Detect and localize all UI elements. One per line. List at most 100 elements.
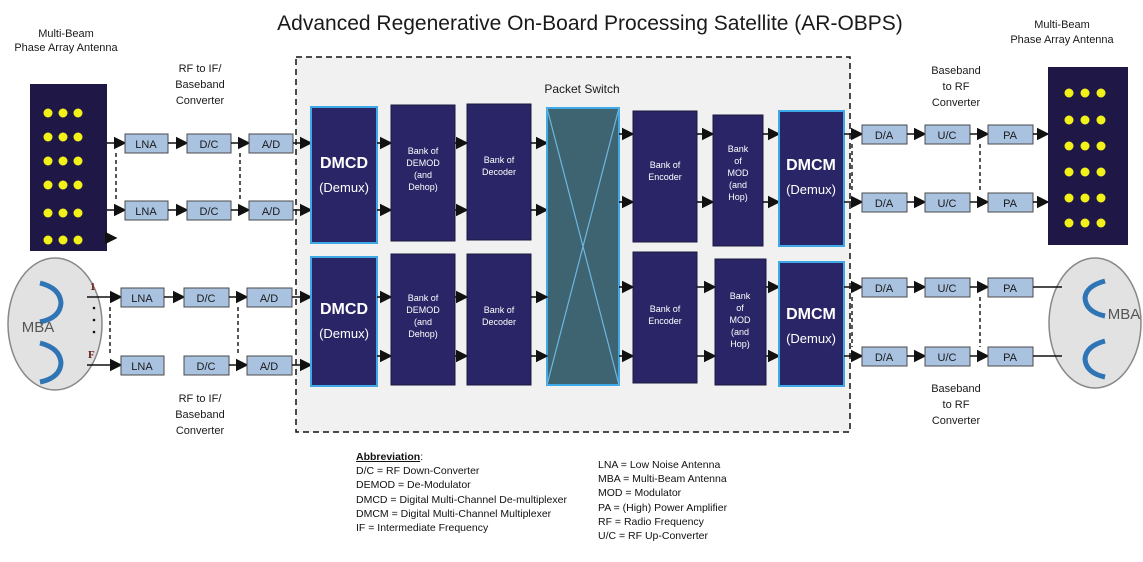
dmcd-sub-label: (Demux) [319,180,369,195]
demod-label-3: (and [414,317,432,327]
dmcd-sub-label: (Demux) [319,326,369,341]
abbreviation-item: RF = Radio Frequency [598,515,704,528]
da-label: D/A [875,352,894,364]
ad-label: A/D [260,361,278,373]
dmcd-label: DMCD [320,155,368,172]
mod-bank-block [712,114,764,247]
abbreviation-item: U/C = RF Up-Converter [598,530,708,543]
decoder-label-1: Bank of [484,155,515,165]
abbreviation-title: Abbreviation [356,451,421,463]
mod-label-1: Bank [728,144,749,154]
dmcm-label: DMCM [786,306,836,323]
demod-label-4: Dehop) [408,329,438,339]
packet-switch-label: Packet Switch [544,82,619,96]
lna-block [120,355,165,376]
rf-if-bottom-3: Converter [176,425,225,437]
left-phase-array-antenna [30,84,107,251]
mod-label-4: (and [731,327,749,337]
right-mba-antenna: MBA [1048,257,1142,389]
bb-rf-top-1: Baseband [931,65,981,77]
mba-port-last: F [88,349,95,361]
rf-if-top-3: Converter [176,95,225,107]
abbreviation-item: DMCM = Digital Multi-Channel Multiplexer [356,507,552,520]
demod-bank-block [390,253,456,386]
lna-label: LNA [131,293,153,305]
da-label: D/A [875,198,894,210]
abbreviation-item: MOD = Modulator [598,487,682,500]
dc-label: D/C [197,361,216,373]
dc-label: D/C [200,139,219,151]
abbreviation-item: DEMOD = De-Modulator [356,479,471,492]
uc-label: U/C [938,130,957,142]
abbreviations-left: Abbreviation: D/C = RF Down-Converter DE… [356,451,567,535]
mod-label-1: Bank [730,291,751,301]
lna-label: LNA [135,139,157,151]
demod-label-3: (and [414,170,432,180]
demod-label-2: DEMOD [406,305,440,315]
rf-if-bottom-1: RF to IF/ [179,393,223,405]
right-antenna-label-2: Phase Array Antenna [1010,34,1114,46]
mod-bank-block [714,258,767,386]
packet-switch [546,107,620,386]
pa-label: PA [1003,352,1018,364]
abbreviation-item: D/C = RF Down-Converter [356,465,480,478]
mod-label-3: MOD [728,168,749,178]
encoder-bank-block [632,251,698,384]
mod-label-2: of [734,156,742,166]
bb-rf-top-3: Converter [932,97,981,109]
pa-label: PA [1003,198,1018,210]
uc-label: U/C [938,283,957,295]
ad-label: A/D [262,206,280,218]
left-mba-label: MBA [22,319,55,336]
right-mba-label: MBA [1108,306,1141,323]
mba-port-first: 1 [90,281,96,293]
pa-label: PA [1003,130,1018,142]
decoder-bank-block [466,103,532,241]
demod-label-1: Bank of [408,146,439,156]
uc-label: U/C [938,352,957,364]
diagram-title: Advanced Regenerative On-Board Processin… [277,12,903,35]
left-antenna-label-2: Phase Array Antenna [14,42,118,54]
mod-label-4: (and [729,180,747,190]
ad-label: A/D [260,293,278,305]
ad-label: A/D [262,139,280,151]
rf-if-top-2: Baseband [175,79,225,91]
da-label: D/A [875,130,894,142]
dmcm-sub-label: (Demux) [786,182,836,197]
rf-if-bottom-2: Baseband [175,409,225,421]
decoder-label-2: Decoder [482,167,516,177]
lna-label: LNA [135,206,157,218]
bb-rf-bottom-2: to RF [943,399,970,411]
encoder-label-2: Encoder [648,316,682,326]
abbreviation-item: PA = (High) Power Amplifier [598,501,728,514]
dmcm-sub-label: (Demux) [786,331,836,346]
demod-label-1: Bank of [408,293,439,303]
right-phase-array-antenna [1048,67,1128,245]
dmcd-block [310,106,378,244]
left-mba-antenna: MBA [7,257,103,391]
dc-label: D/C [200,206,219,218]
encoder-label-1: Bank of [650,160,681,170]
dmcd-block [310,256,378,387]
mod-label-5: Hop) [730,339,750,349]
rf-if-top-1: RF to IF/ [179,63,223,75]
bb-rf-bottom-3: Converter [932,415,981,427]
encoder-label-2: Encoder [648,172,682,182]
mod-label-5: Hop) [728,192,748,202]
da-label: D/A [875,283,894,295]
bb-rf-bottom-1: Baseband [931,383,981,395]
uc-label: U/C [938,198,957,210]
dc-label: D/C [197,293,216,305]
demod-label-4: Dehop) [408,182,438,192]
encoder-label-1: Bank of [650,304,681,314]
bb-rf-top-2: to RF [943,81,970,93]
dmcm-block [778,110,845,247]
right-antenna-label-1: Multi-Beam [1034,19,1090,31]
dmcd-label: DMCD [320,301,368,318]
encoder-bank-block [632,110,698,243]
abbreviation-item: LNA = Low Noise Antenna [598,459,721,471]
pa-label: PA [1003,283,1018,295]
lna-label: LNA [131,361,153,373]
mod-label-3: MOD [730,315,751,325]
